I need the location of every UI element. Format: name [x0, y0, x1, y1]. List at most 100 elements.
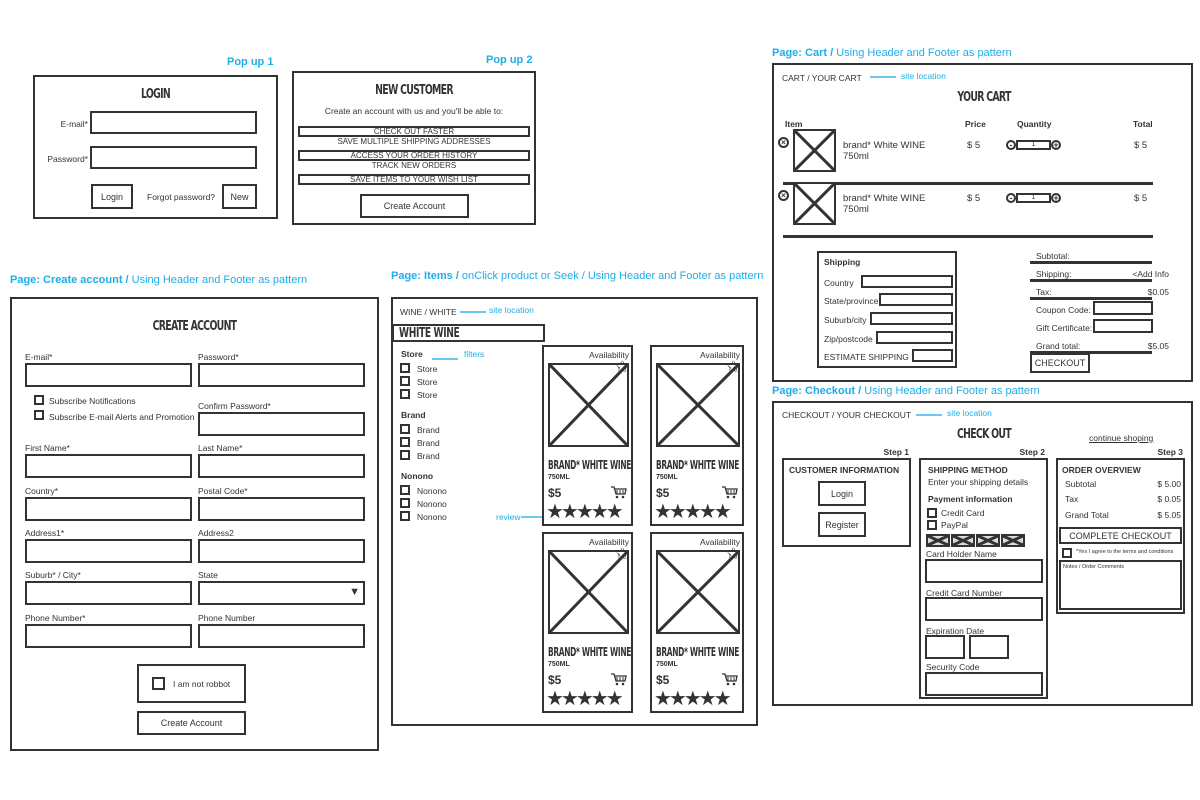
breadcrumb[interactable]: CHECKOUT / YOUR CHECKOUT: [782, 410, 912, 420]
filter-checkbox[interactable]: [400, 485, 410, 495]
gift-certificate-input[interactable]: [1093, 319, 1153, 333]
product-image-placeholder: [548, 550, 629, 634]
filter-checkbox[interactable]: [400, 389, 410, 399]
suburb-input[interactable]: [870, 312, 953, 325]
checkout-button[interactable]: CHECKOUT: [1030, 353, 1090, 373]
login-title: LOGIN: [140, 87, 171, 102]
filter-checkbox[interactable]: [400, 437, 410, 447]
expiration-year-input[interactable]: [969, 635, 1009, 659]
estimate-shipping-label: ESTIMATE SHIPPING: [824, 352, 909, 362]
last-name-input[interactable]: [198, 454, 365, 478]
agree-terms-checkbox[interactable]: [1062, 548, 1072, 558]
breadcrumb[interactable]: CART / YOUR CART: [782, 73, 862, 83]
subscribe-notifications-checkbox[interactable]: [34, 395, 44, 405]
filter-checkbox[interactable]: [400, 363, 410, 373]
subscribe-alerts-label: Subscribe E-mail Alerts and Promotion: [49, 412, 195, 422]
remove-item-icon[interactable]: ×: [778, 190, 789, 201]
wishlist-star-icon[interactable]: ✩: [615, 359, 629, 376]
phone-input[interactable]: [25, 624, 192, 648]
product-name[interactable]: BRAND* WHITE WINE: [548, 458, 632, 472]
popup2-label: Pop up 2: [486, 54, 533, 66]
continue-shopping-link[interactable]: continue shoping: [1089, 433, 1154, 443]
create-account-submit[interactable]: Create Account: [137, 711, 246, 735]
product-name[interactable]: BRAND* WHITE WINE: [548, 645, 632, 659]
card-number-input[interactable]: [925, 597, 1043, 621]
not-robot-checkbox[interactable]: [152, 677, 165, 690]
login-button[interactable]: Login: [818, 481, 866, 506]
paypal-checkbox[interactable]: [927, 520, 937, 530]
email-input[interactable]: [25, 363, 192, 387]
cart-icon[interactable]: [722, 486, 738, 499]
password-input[interactable]: [198, 363, 365, 387]
grand-total-value: $ 5.05: [1157, 510, 1181, 520]
new-button[interactable]: New: [222, 184, 257, 209]
first-name-input[interactable]: [25, 454, 192, 478]
breadcrumb[interactable]: WINE / WHITE: [400, 307, 457, 317]
subscribe-alerts-checkbox[interactable]: [34, 410, 44, 420]
product-image-placeholder: [656, 550, 740, 634]
card-holder-input[interactable]: [925, 559, 1043, 583]
cart-item-total: $ 5: [1134, 140, 1148, 151]
items-page: WINE / WHITE site location WHITE WINE fi…: [391, 297, 758, 726]
wishlist-star-icon[interactable]: ✩: [726, 546, 740, 563]
quantity-input[interactable]: 1: [1016, 193, 1051, 203]
postal-code-input[interactable]: [198, 497, 365, 521]
filter-checkbox[interactable]: [400, 498, 410, 508]
benefit-item: CHECK OUT FASTER: [298, 126, 530, 137]
expiration-month-input[interactable]: [925, 635, 965, 659]
wishlist-star-icon[interactable]: ✩: [615, 546, 629, 563]
checkout-title: CHECK OUT: [957, 427, 1012, 442]
filter-checkbox[interactable]: [400, 424, 410, 434]
wishlist-star-icon[interactable]: ✩: [726, 359, 740, 376]
phone2-input[interactable]: [198, 624, 365, 648]
state-label: State: [198, 570, 218, 580]
product-name[interactable]: BRAND* WHITE WINE: [656, 458, 740, 472]
quantity-input[interactable]: 1: [1016, 140, 1051, 150]
subtotal-value: $ 5.00: [1157, 479, 1181, 489]
country-input[interactable]: [25, 497, 192, 521]
remove-item-icon[interactable]: ×: [778, 137, 789, 148]
paypal-label: PayPal: [941, 520, 968, 530]
order-notes-textarea[interactable]: Notes / Order Comments: [1059, 560, 1182, 610]
first-name-label: First Name*: [25, 443, 70, 453]
cart-icon[interactable]: [611, 673, 627, 686]
credit-card-checkbox[interactable]: [927, 508, 937, 518]
confirm-password-input[interactable]: [198, 412, 365, 436]
address1-input[interactable]: [25, 539, 192, 563]
zip-input[interactable]: [876, 331, 953, 344]
cart-icon[interactable]: [722, 673, 738, 686]
state-input[interactable]: [879, 293, 953, 306]
state-select[interactable]: ▼: [198, 581, 365, 605]
country-input[interactable]: [861, 275, 953, 288]
coupon-label: Coupon Code:: [1036, 305, 1091, 315]
estimate-shipping-button[interactable]: [912, 349, 953, 362]
divider: [1030, 297, 1152, 300]
email-input[interactable]: [90, 111, 257, 134]
filter-checkbox[interactable]: [400, 450, 410, 460]
filter-option-label: Nonono: [417, 499, 447, 509]
address2-input[interactable]: [198, 539, 365, 563]
decrease-quantity-button[interactable]: -: [1006, 140, 1016, 150]
agree-terms-label: *Yes I agree to the terms and conditions: [1076, 549, 1174, 555]
complete-checkout-button[interactable]: COMPLETE CHECKOUT: [1059, 527, 1182, 544]
suburb-input[interactable]: [25, 581, 192, 605]
login-button[interactable]: Login: [91, 184, 133, 209]
register-button[interactable]: Register: [818, 512, 866, 537]
product-name[interactable]: BRAND* WHITE WINE: [656, 645, 740, 659]
password-input[interactable]: [90, 146, 257, 169]
coupon-input[interactable]: [1093, 301, 1153, 315]
decrease-quantity-button[interactable]: -: [1006, 193, 1016, 203]
increase-quantity-button[interactable]: +: [1051, 193, 1061, 203]
security-code-input[interactable]: [925, 672, 1043, 696]
tax-value: $ 0.05: [1157, 494, 1181, 504]
forgot-password-link[interactable]: Forgot password?: [147, 192, 216, 202]
filter-checkbox[interactable]: [400, 511, 410, 521]
create-account-button[interactable]: Create Account: [360, 194, 469, 218]
cart-icon[interactable]: [611, 486, 627, 499]
increase-quantity-button[interactable]: +: [1051, 140, 1061, 150]
filter-checkbox[interactable]: [400, 376, 410, 386]
